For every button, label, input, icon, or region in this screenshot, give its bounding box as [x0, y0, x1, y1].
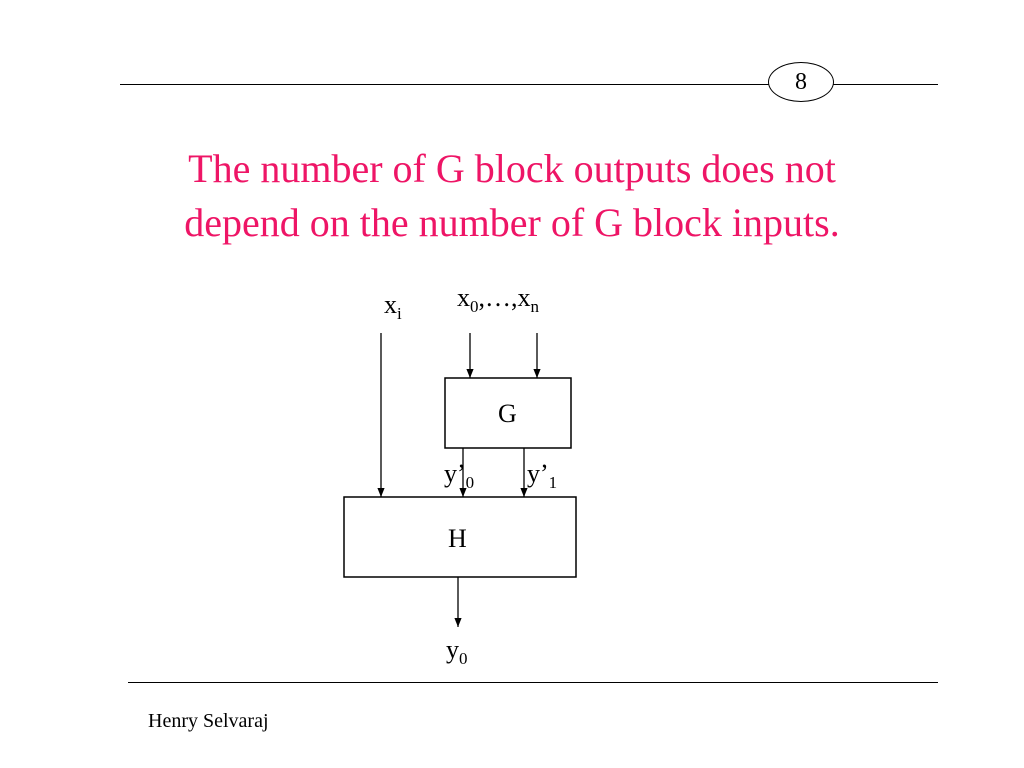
slide-title: The number of G block outputs does not d…	[0, 142, 1024, 250]
g-block-label: G	[498, 399, 517, 428]
xi-sub: i	[397, 304, 402, 323]
title-line-2: depend on the number of G block inputs.	[184, 200, 840, 245]
xi-base: x	[384, 290, 397, 319]
y1p-base: y’	[527, 459, 549, 488]
g-block	[444, 377, 572, 449]
y1p-sub: 1	[548, 473, 558, 492]
y0-sub: 0	[459, 649, 468, 668]
page-number-badge: 8	[768, 62, 834, 102]
x-separator: ,…,	[478, 283, 518, 312]
footer-rule	[128, 682, 938, 683]
x0-sub: 0	[470, 297, 479, 316]
title-line-1: The number of G block outputs does not	[188, 146, 836, 191]
xn-sub: n	[530, 297, 540, 316]
xn-base: x	[517, 283, 531, 312]
y0-prime-label: y’0	[444, 459, 474, 492]
y1-prime-label: y’1	[527, 459, 557, 492]
xi-label: xi	[384, 290, 402, 323]
y0p-base: y’	[444, 459, 466, 488]
page-number: 8	[795, 68, 807, 95]
x0-base: x	[457, 283, 470, 312]
y0-output-label: y0	[446, 635, 468, 668]
x0-xn-label: x0,…,xn	[457, 283, 539, 316]
h-block	[343, 496, 577, 578]
header-rule	[120, 84, 938, 85]
y0-base: y	[446, 635, 459, 664]
footer-author: Henry Selvaraj	[148, 710, 269, 732]
h-block-label: H	[448, 524, 467, 553]
y0p-sub: 0	[465, 473, 475, 492]
